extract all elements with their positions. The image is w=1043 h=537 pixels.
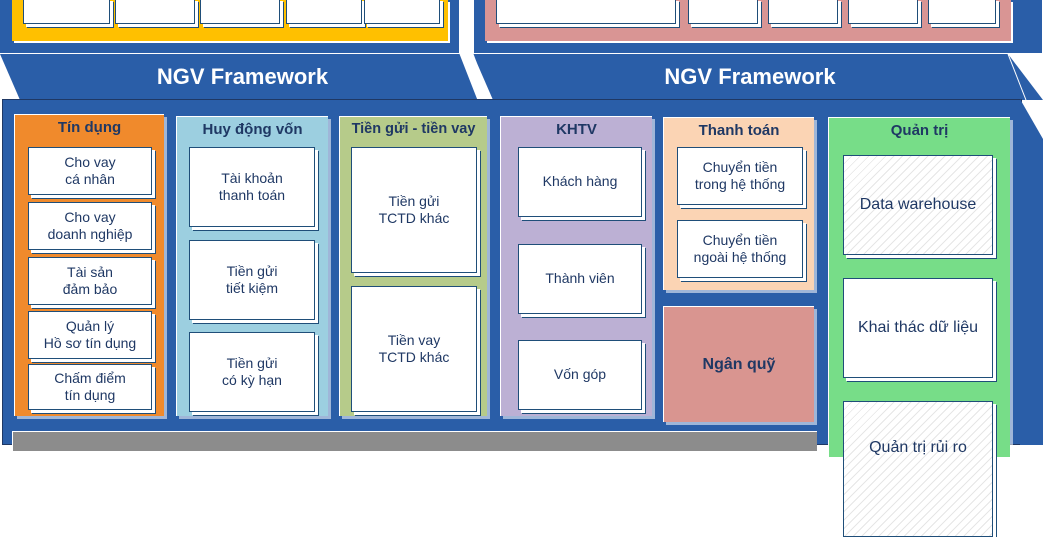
top-left-box-1 — [23, 0, 110, 24]
band-right-edge — [472, 54, 491, 100]
top-right-box-1 — [496, 0, 676, 24]
item-quan-tri-rui-ro[interactable]: Quản trị rủi ro — [843, 401, 993, 537]
item-tien-gui-tiet-kiem[interactable]: Tiền gửi tiết kiệm — [189, 240, 315, 320]
item-thanh-vien[interactable]: Thành viên — [518, 244, 642, 314]
top-left-box-2 — [115, 0, 195, 24]
item-cho-vay-doanh-nghiep[interactable]: Cho vay doanh nghiệp — [28, 202, 152, 250]
band-right — [473, 54, 1043, 100]
bottom-bar — [12, 431, 817, 451]
item-cho-vay-ca-nhan[interactable]: Cho vay cá nhân — [28, 147, 152, 195]
item-tai-khoan-thanh-toan[interactable]: Tài khoản thanh toán — [189, 147, 315, 227]
item-data-warehouse[interactable]: Data warehouse — [843, 155, 993, 255]
module-title: Quản trị — [890, 122, 949, 139]
main-container-side — [1020, 99, 1043, 445]
top-right-box-3 — [768, 0, 838, 24]
module-title: KHTV — [556, 121, 597, 138]
band-left-edge — [459, 54, 479, 100]
module-title: Huy động vốn — [202, 121, 303, 138]
module-title: Tiền gửi - tiền vay — [351, 121, 476, 137]
item-tai-san-dam-bao[interactable]: Tài sản đảm bảo — [28, 257, 152, 305]
top-right-box-5 — [928, 0, 996, 24]
module-title: Tín dụng — [57, 119, 122, 136]
module-title: Thanh toán — [698, 122, 780, 139]
module-title: Ngân quỹ — [702, 355, 776, 373]
framework-label-right: NGV Framework — [664, 64, 836, 89]
item-chuyen-tien-ngoai[interactable]: Chuyển tiền ngoài hệ thống — [677, 220, 803, 278]
framework-label-left: NGV Framework — [156, 64, 329, 89]
item-quan-ly-ho-so[interactable]: Quản lý Hồ sơ tín dụng — [28, 311, 152, 359]
item-tien-vay-tctd[interactable]: Tiền vay TCTD khác — [351, 286, 477, 412]
item-khai-thac-du-lieu[interactable]: Khai thác dữ liệu — [843, 278, 993, 378]
item-tien-gui-tctd[interactable]: Tiền gửi TCTD khác — [351, 147, 477, 273]
item-khach-hang[interactable]: Khách hàng — [518, 147, 642, 217]
top-right-box-4 — [848, 0, 918, 24]
item-von-gop[interactable]: Vốn góp — [518, 340, 642, 410]
item-cham-diem[interactable]: Chấm điểm tín dụng — [28, 364, 152, 410]
item-label: Quản trị rủi ro — [869, 439, 967, 456]
top-right-box-2 — [688, 0, 758, 24]
item-chuyen-tien-trong[interactable]: Chuyển tiền trong hệ thống — [677, 147, 803, 205]
module-ngan-quy[interactable]: Ngân quỹ — [663, 306, 814, 422]
item-tien-gui-co-ky-han[interactable]: Tiền gửi có kỳ hạn — [189, 332, 315, 412]
top-left-box-5 — [364, 0, 440, 24]
band-right-edge-2 — [1007, 54, 1027, 100]
framework-bands — [0, 54, 1043, 100]
top-left-box-4 — [286, 0, 362, 24]
top-left-box-3 — [200, 0, 280, 24]
band-left — [0, 54, 478, 100]
